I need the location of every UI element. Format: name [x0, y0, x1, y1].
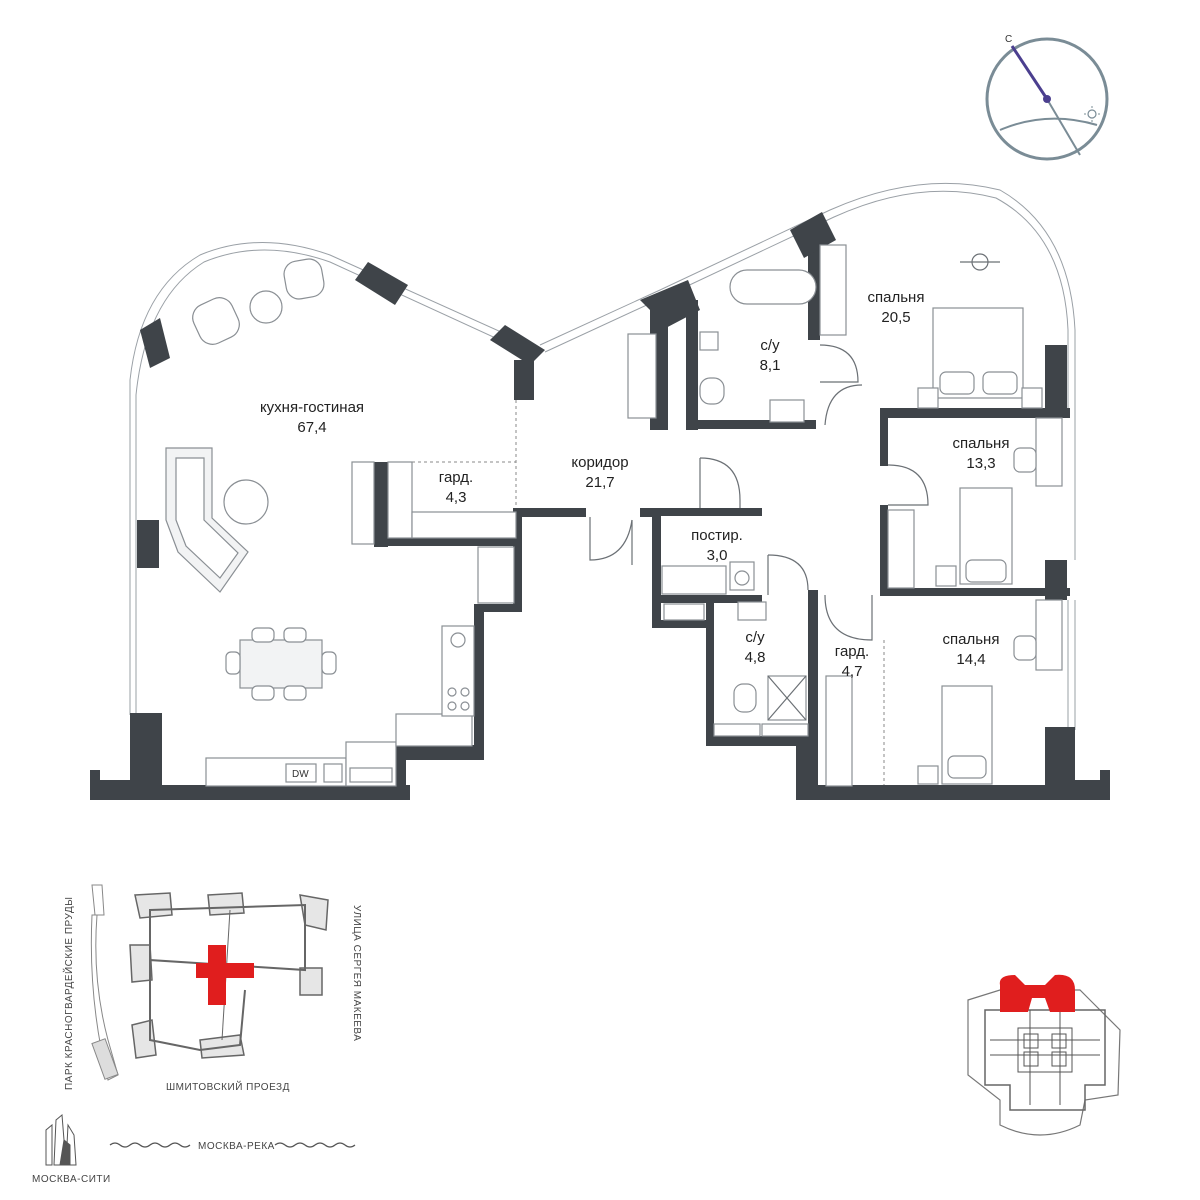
- room-name-wardrobe-2: гард.: [835, 643, 869, 660]
- street-label: УЛИЦА СЕРГЕЯ МАКЕЕВА: [351, 905, 362, 1041]
- passage-label: ШМИТОВСКИЙ ПРОЕЗД: [166, 1080, 290, 1093]
- room-name-wardrobe-1: гард.: [439, 469, 473, 486]
- city-towers-icon: [45, 1113, 77, 1166]
- park-label: ПАРК КРАСНОГВАРДЕЙСКИЕ ПРУДЫ: [62, 896, 75, 1090]
- room-name-laundry: постир.: [691, 527, 743, 544]
- room-area-laundry: 3,0: [707, 547, 728, 564]
- room-labels: кухня-гостиная 67,4 гард. 4,3 коридор 21…: [260, 289, 1010, 680]
- room-name-corridor: коридор: [571, 454, 628, 471]
- compass-north-label: С: [1005, 34, 1012, 45]
- furniture: DW: [165, 244, 1063, 787]
- room-name-bedroom-3: спальня: [943, 631, 1000, 648]
- dishwasher-label: DW: [292, 769, 309, 780]
- room-area-bedroom-3: 14,4: [956, 651, 985, 668]
- walls: [90, 212, 1110, 800]
- room-name-bedroom-1: спальня: [868, 289, 925, 306]
- compass-needle: [1010, 45, 1049, 100]
- room-area-bathroom-1: 8,1: [760, 357, 781, 374]
- room-area-bathroom-2: 4,8: [745, 649, 766, 666]
- compass: С: [985, 34, 1109, 161]
- site-map: ПАРК КРАСНОГВАРДЕЙСКИЕ ПРУДЫ УЛИЦА СЕРГЕ…: [32, 884, 362, 1185]
- room-area-bedroom-1: 20,5: [881, 309, 910, 326]
- room-name-bedroom-2: спальня: [953, 435, 1010, 452]
- sun-icon: [1084, 106, 1100, 122]
- room-area-wardrobe-1: 4,3: [446, 489, 467, 506]
- room-name-living: кухня-гостиная: [260, 399, 364, 416]
- room-area-corridor: 21,7: [585, 474, 614, 491]
- room-area-bedroom-2: 13,3: [966, 455, 995, 472]
- river-label: МОСКВА-РЕКА: [198, 1141, 275, 1152]
- outer-glazing: [129, 182, 1076, 730]
- room-area-wardrobe-2: 4,7: [842, 663, 863, 680]
- room-name-bathroom-1: с/у: [760, 337, 780, 354]
- room-area-living: 67,4: [297, 419, 326, 436]
- city-label: МОСКВА-СИТИ: [32, 1174, 111, 1185]
- room-name-bathroom-2: с/у: [745, 629, 765, 646]
- floor-key-plan: [967, 974, 1121, 1136]
- highlight-marker: [196, 945, 254, 1005]
- highlight-unit: [999, 974, 1075, 1012]
- doors: [589, 344, 929, 641]
